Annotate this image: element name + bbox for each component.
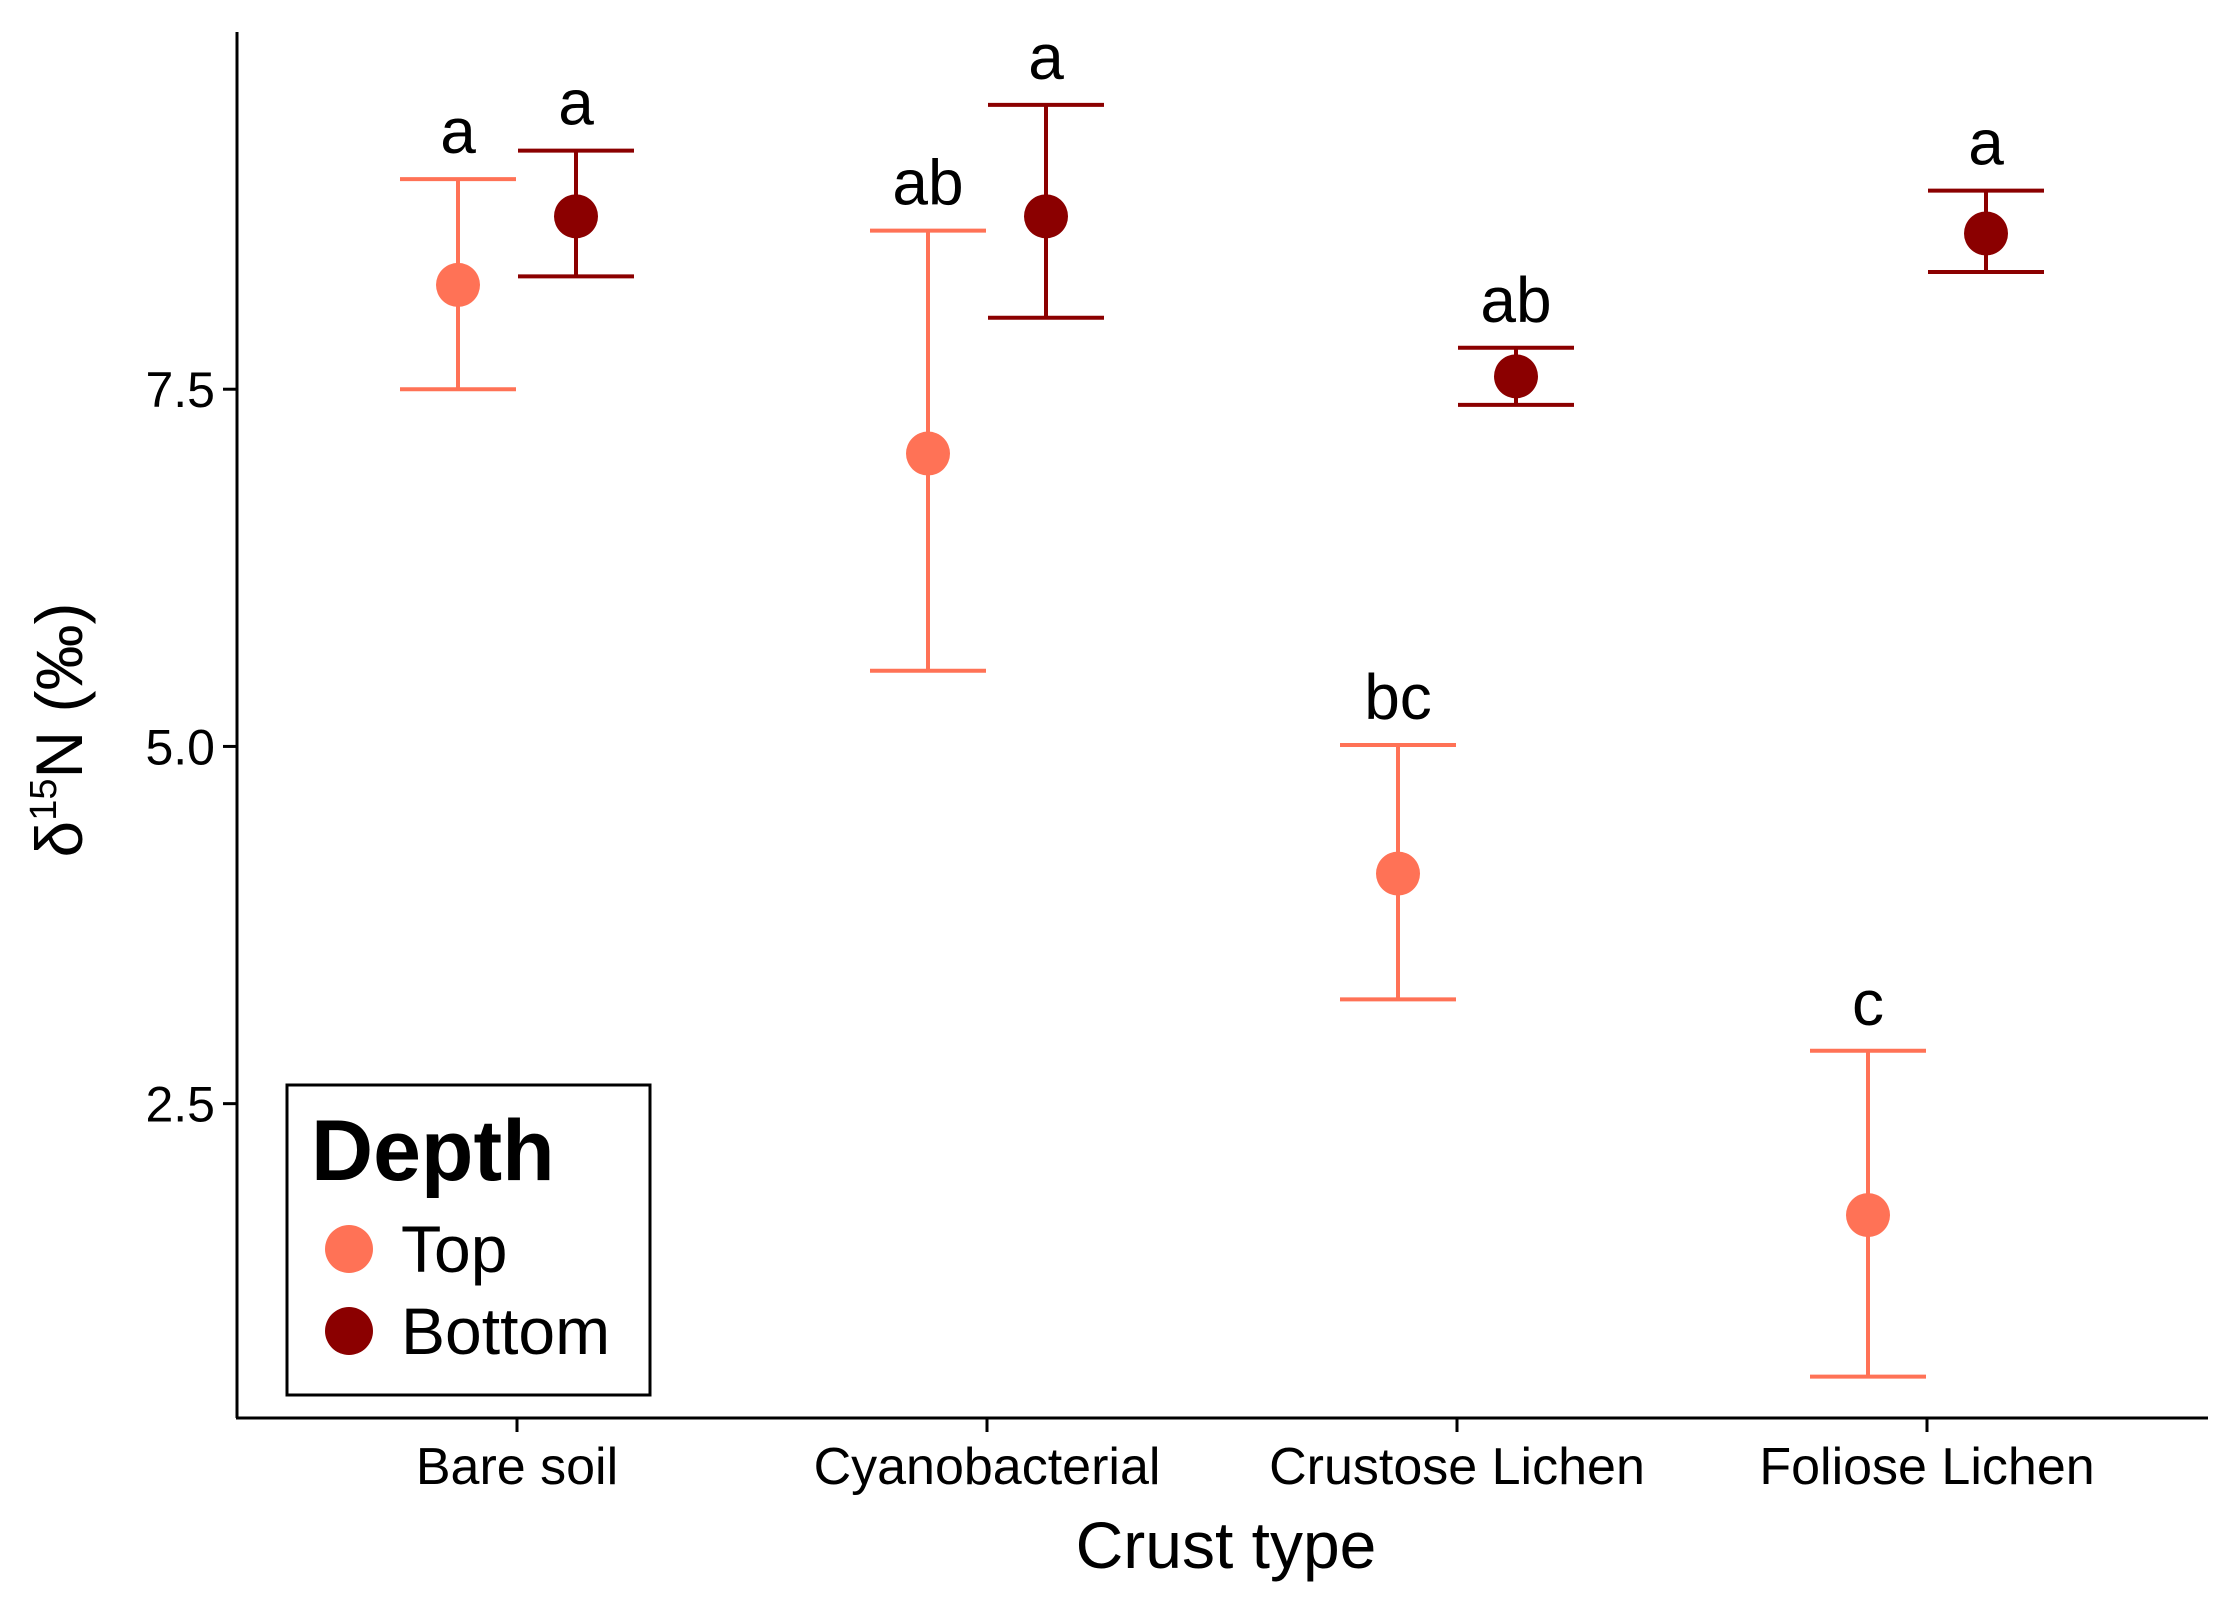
x-tick-label-3: Foliose Lichen bbox=[1759, 1438, 2094, 1496]
point-top-2 bbox=[1376, 851, 1420, 896]
legend: Depth Top Bottom bbox=[285, 1083, 652, 1397]
significance-letter-bottom-1: a bbox=[1028, 21, 1064, 93]
significance-letter-top-0: a bbox=[440, 95, 476, 167]
x-tick-label-0: Bare soil bbox=[416, 1438, 618, 1496]
y-tick-label-0: 2.5 bbox=[145, 1077, 215, 1133]
significance-letter-bottom-2: ab bbox=[1480, 264, 1551, 336]
legend-title: Depth bbox=[311, 1103, 555, 1199]
significance-letter-top-3: c bbox=[1852, 967, 1884, 1039]
legend-marker-bottom bbox=[325, 1307, 373, 1355]
point-top-1 bbox=[906, 431, 950, 476]
significance-letter-top-1: ab bbox=[892, 147, 963, 219]
y-axis-title-delta: δ bbox=[22, 821, 96, 858]
point-top-3 bbox=[1846, 1193, 1890, 1238]
x-tick-label-1: Cyanobacterial bbox=[814, 1438, 1161, 1496]
point-top-0 bbox=[436, 262, 480, 307]
y-axis-title-superscript: 15 bbox=[23, 778, 65, 820]
legend-label-bottom: Bottom bbox=[401, 1294, 610, 1368]
point-bottom-2 bbox=[1494, 354, 1538, 399]
y-tick-label-1: 5.0 bbox=[145, 719, 215, 775]
significance-letter-bottom-3: a bbox=[1968, 107, 2004, 179]
point-bottom-1 bbox=[1024, 194, 1068, 239]
legend-label-top: Top bbox=[401, 1212, 507, 1286]
y-axis-title-rest: N (‰) bbox=[22, 603, 96, 779]
point-bottom-0 bbox=[554, 194, 598, 239]
significance-letter-top-2: bc bbox=[1364, 661, 1432, 733]
y-axis-title: δ15N (‰) bbox=[22, 603, 96, 858]
x-tick-label-2: Crustose Lichen bbox=[1269, 1438, 1645, 1496]
point-bottom-3 bbox=[1964, 211, 2008, 256]
legend-marker-top bbox=[325, 1225, 373, 1273]
y-tick-label-2: 7.5 bbox=[145, 362, 215, 418]
x-axis-title: Crust type bbox=[1076, 1508, 1377, 1582]
significance-letter-bottom-0: a bbox=[558, 67, 594, 139]
